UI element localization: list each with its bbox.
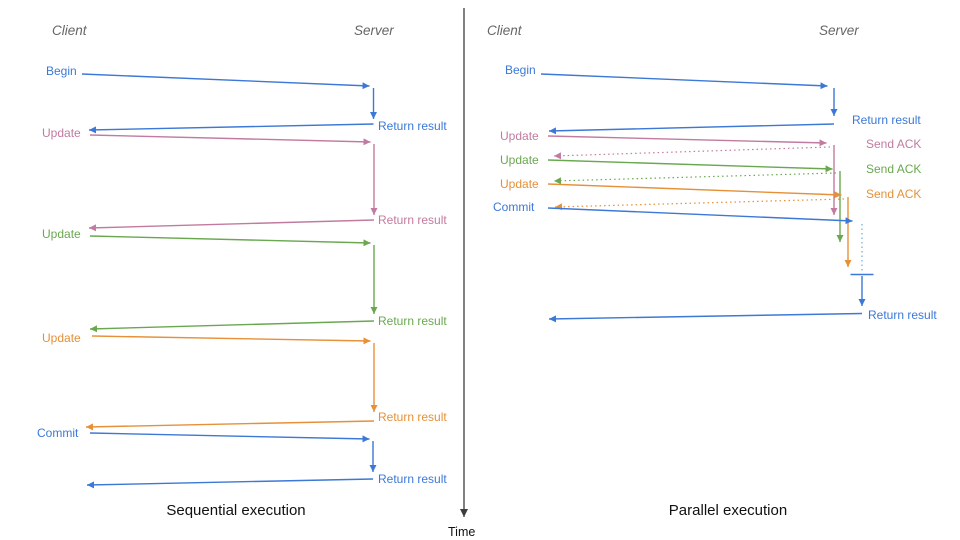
seq-update1-return-arrow [88,219,375,232]
seq-commit-response-label: Return result [378,472,447,486]
par-update3-request-arrow [547,183,842,199]
seq-commit-request-arrow [89,432,370,443]
par-update3-ack-dotted-arrow [554,198,845,211]
par-update1-label: Update [500,129,539,143]
seq-update3-return-arrow [85,420,375,431]
seq-begin-label: Begin [46,64,77,78]
seq-update1-response-label: Return result [378,213,447,227]
par-update2-ack-label: Send ACK [866,162,922,176]
par-update3-label: Update [500,177,539,191]
par-begin-label: Begin [505,63,536,77]
par-commit-response-label: Return result [868,308,937,322]
par-update2-label: Update [500,153,539,167]
par-begin-return-arrow [548,123,835,135]
par-server-header: Server [819,23,859,38]
par-update1-ack-dotted-arrow [553,146,831,160]
par-client-header: Client [487,23,522,38]
seq-commit-label: Commit [37,426,79,440]
par-commit-request-arrow [547,207,853,225]
seq-server-header: Server [354,23,394,38]
seq-commit-return-arrow [86,478,374,489]
seq-update3-request-arrow [91,335,371,345]
sequential-title: Sequential execution [166,502,306,519]
par-update2-request-arrow [547,159,833,173]
par-update1-ack-label: Send ACK [866,137,922,151]
par-begin-response-label: Return result [852,113,921,127]
time-axis-label: Time [448,525,476,539]
seq-update1-request-arrow [89,134,371,146]
parallel-title: Parallel execution [668,502,788,519]
par-commit-return-arrow [548,312,863,323]
par-begin-request-arrow [540,73,828,90]
seq-update1-label: Update [42,126,81,140]
seq-update2-request-arrow [89,235,371,247]
seq-update3-label: Update [42,331,81,345]
par-commit-label: Commit [493,200,535,214]
seq-begin-request-arrow [81,73,370,90]
seq-update2-return-arrow [89,320,375,333]
par-update2-ack-dotted-arrow [553,172,837,185]
par-update1-request-arrow [547,135,827,147]
seq-client-header: Client [52,23,87,38]
seq-update2-label: Update [42,227,81,241]
seq-update2-response-label: Return result [378,314,447,328]
seq-update3-response-label: Return result [378,410,447,424]
seq-begin-return-arrow [88,123,374,134]
seq-begin-response-label: Return result [378,119,447,133]
par-update3-ack-label: Send ACK [866,187,922,201]
parallel-diagram-arrows [540,73,874,323]
sequential-diagram-arrows [81,73,378,489]
